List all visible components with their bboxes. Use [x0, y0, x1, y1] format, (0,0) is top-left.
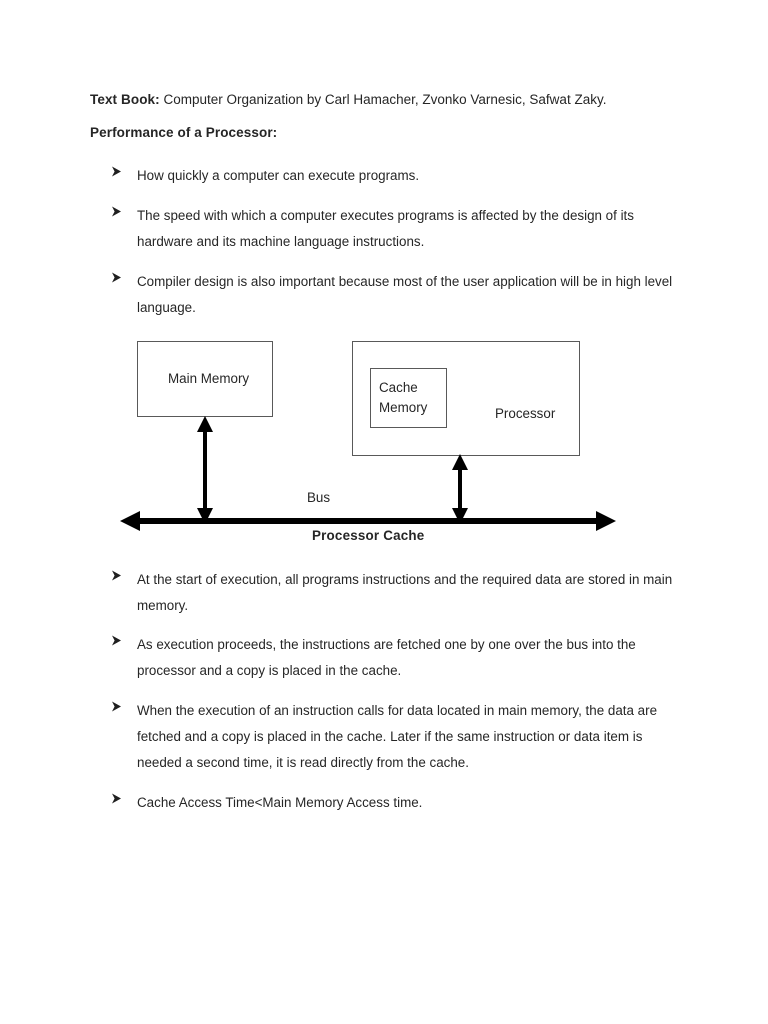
- bus-arrow-icon: [120, 511, 616, 531]
- list-item-text: The speed with which a computer executes…: [137, 208, 634, 249]
- processor-box: [352, 341, 580, 456]
- triangle-right-icon: [110, 792, 124, 806]
- list-item: At the start of execution, all programs …: [110, 567, 690, 619]
- list-item-text: At the start of execution, all programs …: [137, 572, 673, 613]
- list-item: The speed with which a computer executes…: [110, 203, 690, 255]
- triangle-right-icon: [110, 700, 124, 714]
- cache-memory-box: [370, 368, 447, 428]
- list-item-text: When the execution of an instruction cal…: [137, 703, 658, 770]
- bus-label: Bus: [307, 490, 331, 505]
- cache-memory-label: Cache Memory: [379, 380, 428, 415]
- list-item-text: Compiler design is also important becaus…: [137, 274, 673, 315]
- main-memory-bus-arrow-icon: [197, 416, 213, 524]
- list-item: Cache Access Time<Main Memory Access tim…: [110, 790, 690, 816]
- bus-caption-label: Processor Cache: [312, 528, 425, 543]
- triangle-right-icon: [110, 634, 124, 648]
- list-item: How quickly a computer can execute progr…: [110, 163, 690, 189]
- list-item-text: Cache Access Time<Main Memory Access tim…: [137, 795, 423, 810]
- processor-bus-arrow-icon: [452, 454, 468, 524]
- textbook-label: Text Book:: [90, 92, 160, 107]
- main-memory-label: Main Memory: [168, 371, 250, 386]
- triangle-right-icon: [110, 205, 124, 219]
- list-item: Compiler design is also important becaus…: [110, 269, 690, 321]
- textbook-line: Text Book: Computer Organization by Carl…: [90, 91, 606, 108]
- section-title: Performance of a Processor:: [90, 125, 278, 140]
- triangle-right-icon: [110, 271, 124, 285]
- list-item-text: As execution proceeds, the instructions …: [137, 637, 636, 678]
- triangle-right-icon: [110, 569, 124, 583]
- processor-label: Processor: [495, 406, 556, 421]
- list-item-text: How quickly a computer can execute progr…: [137, 168, 420, 183]
- list-item: When the execution of an instruction cal…: [110, 698, 690, 776]
- main-memory-box: [137, 341, 273, 417]
- textbook-value: Computer Organization by Carl Hamacher, …: [159, 92, 607, 107]
- triangle-right-icon: [110, 165, 124, 179]
- list-item: As execution proceeds, the instructions …: [110, 632, 690, 684]
